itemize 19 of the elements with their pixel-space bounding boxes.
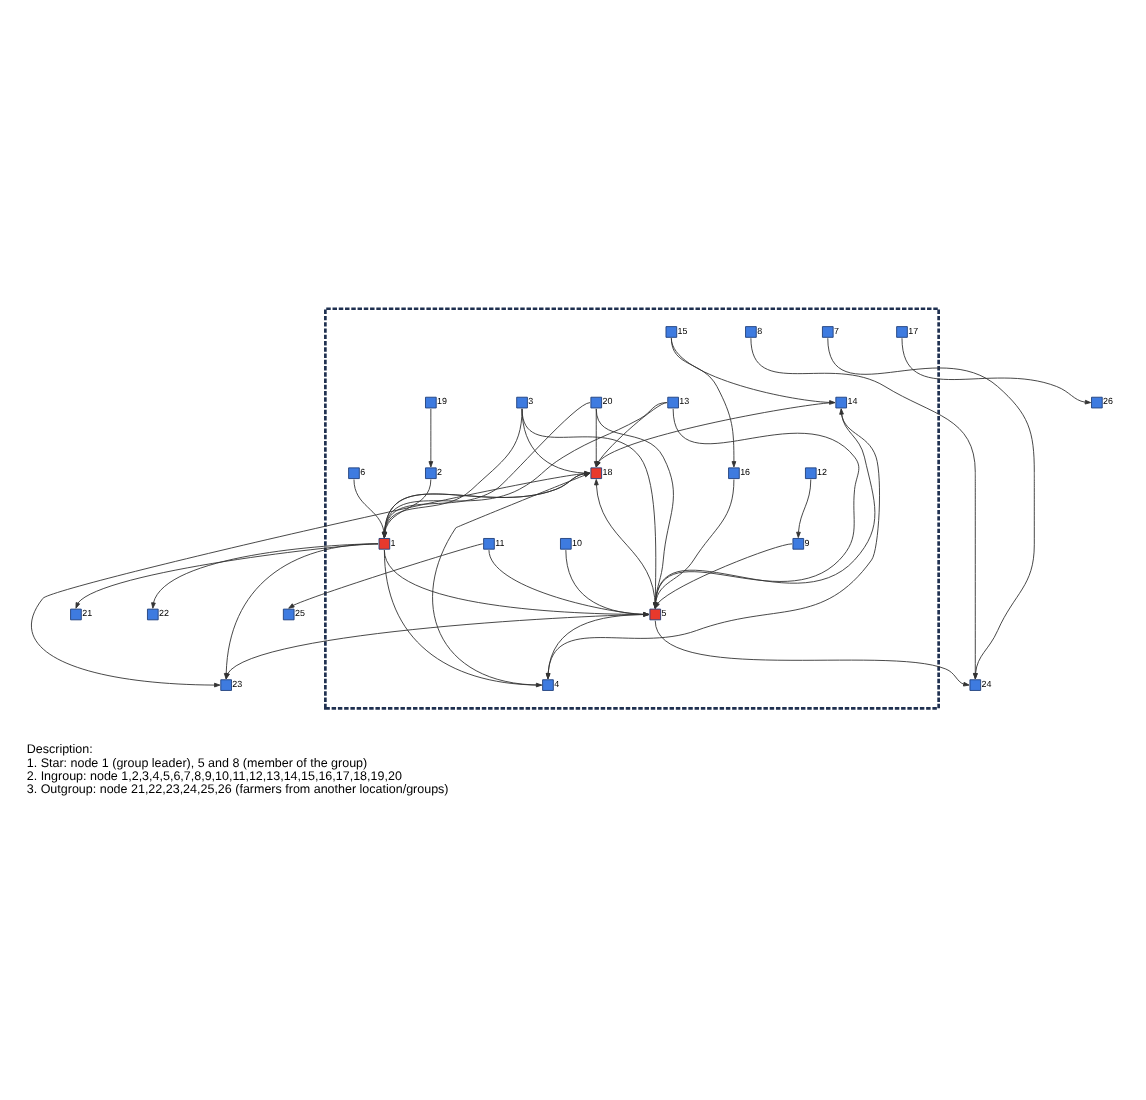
arrow [654,619,970,686]
arrow [670,336,737,467]
arrow [545,613,650,679]
arrow [288,542,484,608]
arrow [428,407,434,467]
arrow [383,548,650,616]
arrow [565,548,650,616]
arrow [382,407,523,538]
arrow [382,478,432,538]
arrow [594,478,656,608]
arrow [353,478,387,538]
arrow [796,478,812,538]
arrow [75,542,379,608]
arrow [488,548,650,616]
arrow [382,401,668,538]
cluster [324,306,940,709]
arrow [901,336,1092,404]
arrow [670,336,836,404]
arrow [545,407,880,679]
